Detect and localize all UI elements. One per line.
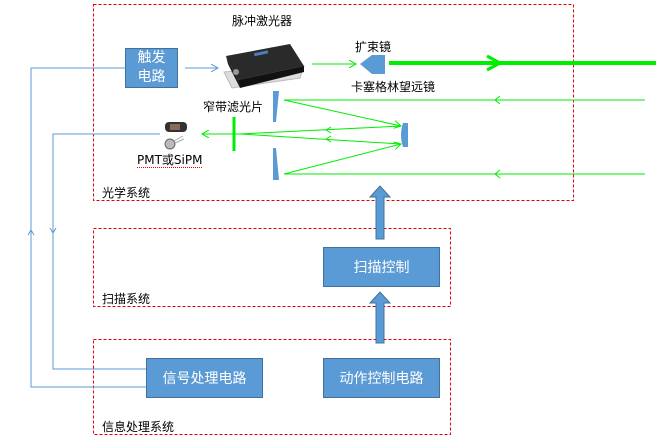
pulse-laser-label: 脉冲激光器 <box>232 14 293 28</box>
motion-control-block: 动作控制电路 <box>323 358 440 398</box>
scanning-system-boundary <box>93 228 451 307</box>
beam-expander-label: 扩束镜 <box>355 40 392 54</box>
secondary-mirror <box>401 123 408 147</box>
detector-to-signal-wire <box>52 133 160 370</box>
outgoing-beam-arrowhead <box>486 54 504 72</box>
primary-mirror-bottom <box>273 148 279 180</box>
trigger-line1: 触发 <box>137 50 166 66</box>
optical-system-boundary <box>93 4 574 201</box>
scan-to-optical-arrow <box>368 185 392 240</box>
beam-arrow-icon <box>325 126 332 134</box>
primary-mirror-top <box>273 91 279 122</box>
scanning-system-label: 扫描系统 <box>102 292 151 306</box>
wire-down-arrow-icon <box>49 227 57 234</box>
optical-system-label: 光学系统 <box>102 186 151 200</box>
detector-icon <box>164 122 187 150</box>
primary-to-secondary-top <box>283 99 401 126</box>
filter-label: 窄带滤光片 <box>203 100 264 114</box>
return-arrow-top-icon <box>494 95 501 105</box>
info-system-label: 信息处理系统 <box>102 420 175 434</box>
secondary-to-filter-beam-2 <box>239 133 402 145</box>
signal-processing-block: 信号处理电路 <box>146 358 263 398</box>
scan-control-block: 扫描控制 <box>323 247 440 287</box>
secondary-to-filter-beam-1 <box>239 125 402 135</box>
return-arrow-bottom-icon <box>494 169 501 179</box>
beam-arrow-icon <box>325 135 332 143</box>
primary-to-secondary-bottom <box>283 144 401 175</box>
detector-label: PMT或SiPM <box>137 153 203 168</box>
trigger-line2: 电路 <box>137 69 166 85</box>
wire-up-arrow-icon <box>27 229 35 236</box>
detector-label-text: PMT或SiPM <box>137 153 203 168</box>
trigger-to-signal-wire <box>30 67 146 388</box>
telescope-label: 卡塞格林望远镜 <box>351 80 436 94</box>
beam-expander-icon <box>360 55 385 74</box>
trigger-circuit-block: 触发 电路 <box>125 48 178 88</box>
pulse-laser-icon <box>223 44 305 89</box>
motion-to-scan-arrow <box>368 291 392 344</box>
